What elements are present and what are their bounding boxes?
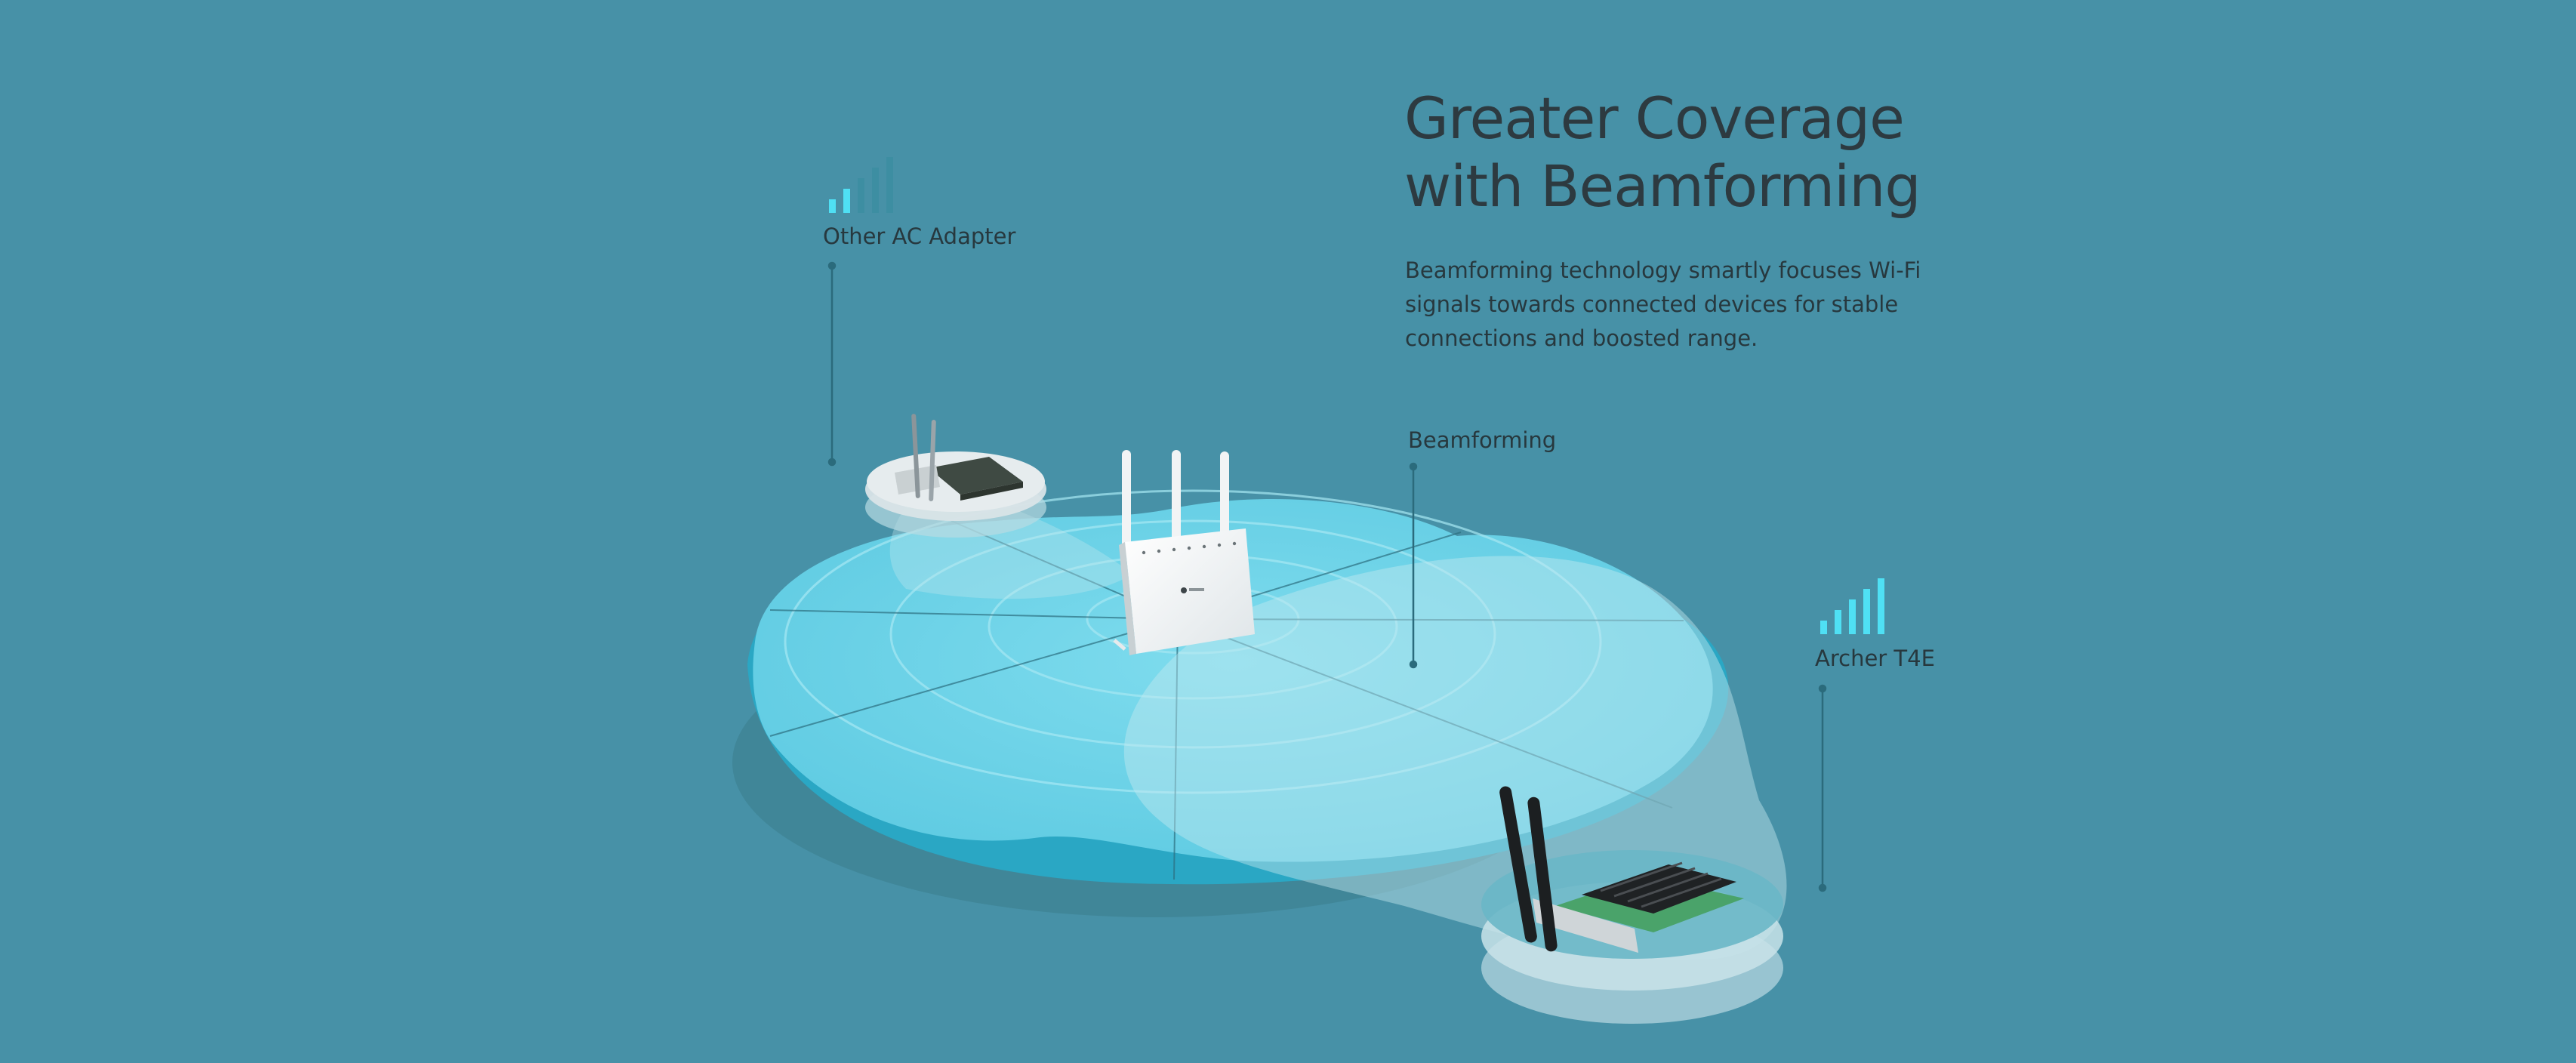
other-adapter-signal-icon (829, 157, 893, 213)
other-adapter-card (895, 414, 1023, 501)
coverage-pool (753, 498, 1713, 862)
title-line-2: with Beamforming (1404, 153, 1921, 220)
title-line-1: Greater Coverage (1404, 85, 1905, 152)
page-title: Greater Coverage with Beamforming (1404, 85, 1921, 220)
archer-t4e-card (1499, 786, 1744, 953)
description-text: Beamforming technology smartly focuses W… (1405, 257, 1921, 351)
leader-lines (827, 261, 1827, 892)
router (1113, 450, 1255, 655)
archer-t4e-signal-icon (1820, 578, 1884, 634)
other-adapter-label: Other AC Adapter (823, 223, 1016, 249)
beamforming-label: Beamforming (1408, 427, 1557, 453)
archer-t4e-label: Archer T4E (1815, 646, 1935, 671)
